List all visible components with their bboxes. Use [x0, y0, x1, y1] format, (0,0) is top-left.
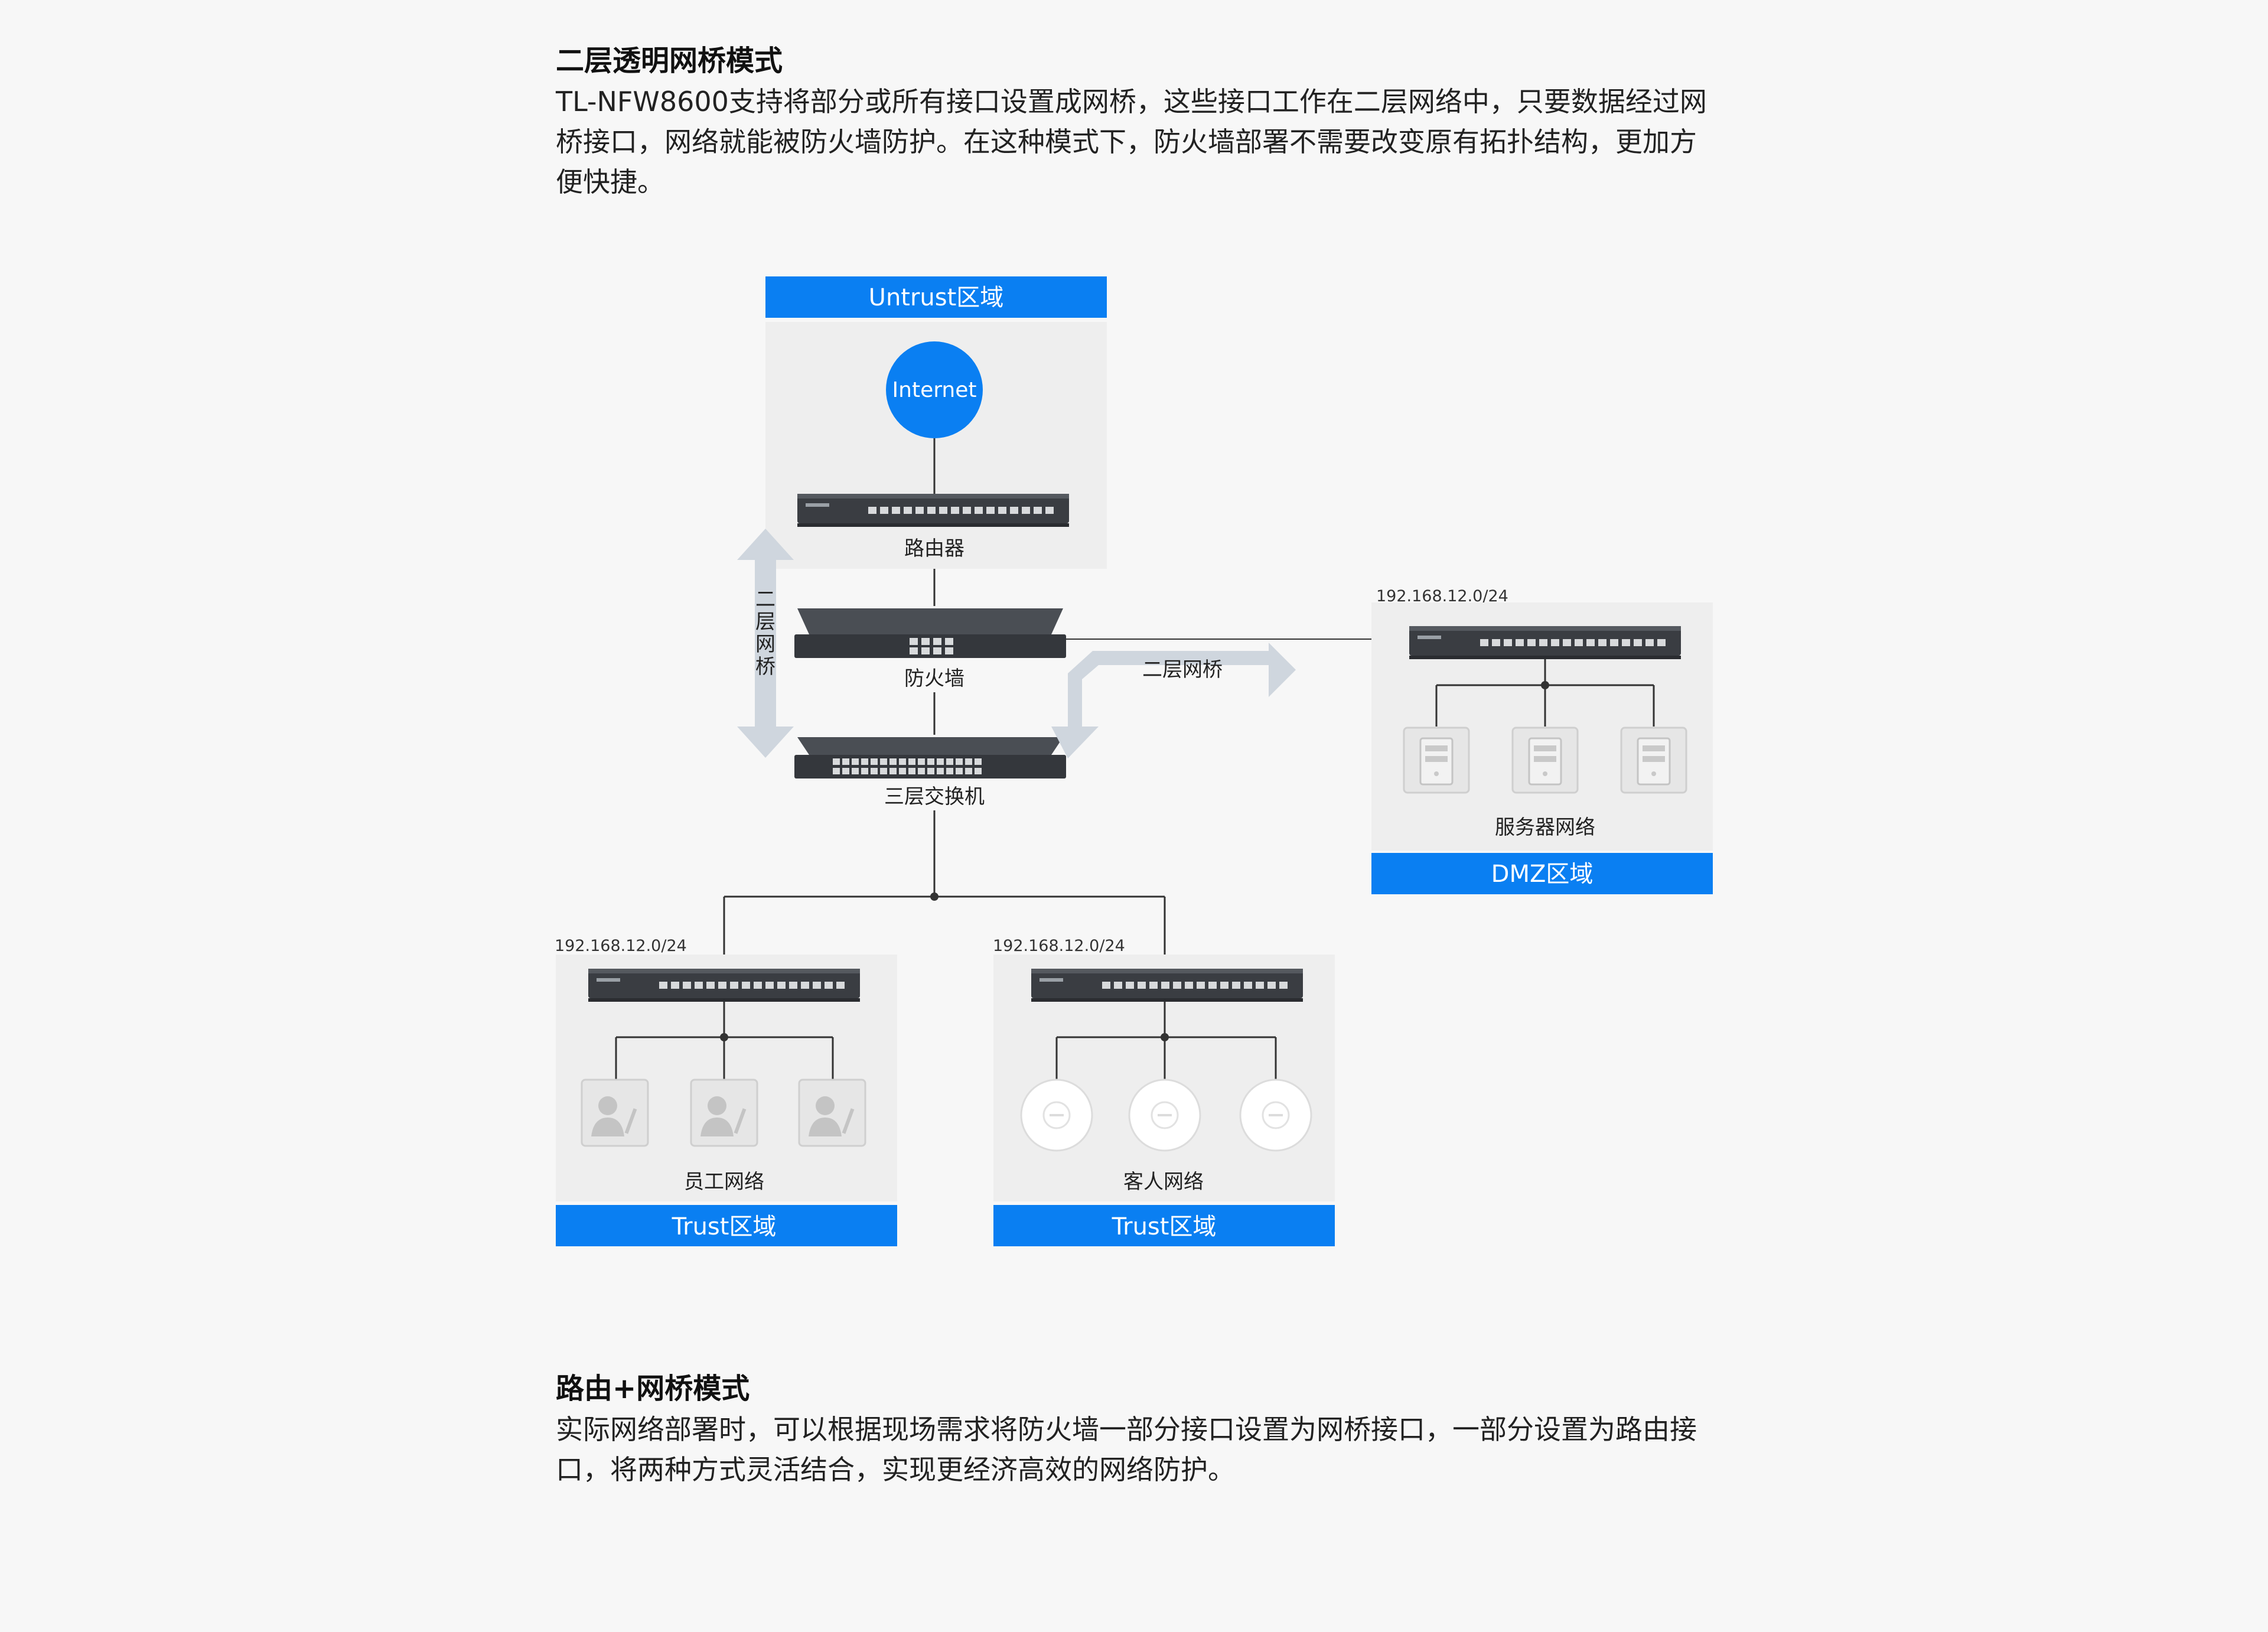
access-point-icon	[1128, 1079, 1201, 1152]
section-body: TL-NFW8600支持将部分或所有接口设置成网桥，这些接口工作在二层网络中，只…	[556, 86, 1707, 198]
untrust-zone-panel	[765, 322, 1107, 569]
svg-text:网: 网	[755, 633, 775, 656]
l3-switch-icon	[794, 737, 1066, 778]
server-icon	[1511, 727, 1579, 794]
svg-text:二: 二	[755, 588, 775, 611]
switch-junction	[930, 892, 939, 901]
bridge-horizontal-arrow	[1051, 643, 1296, 758]
internet-cloud-icon	[886, 341, 983, 438]
staff-zone-panel	[556, 955, 897, 1201]
dmz-junction	[1541, 681, 1549, 689]
router-label: 路由器	[904, 537, 964, 561]
staff-links	[615, 1002, 834, 1080]
svg-text:桥: 桥	[755, 655, 775, 679]
access-point-icon	[1239, 1079, 1312, 1152]
untrust-zone-header	[765, 276, 1107, 318]
guest-links	[1055, 1002, 1277, 1081]
bridge-vertical-arrow	[737, 529, 794, 758]
internet-label: Internet	[892, 378, 977, 402]
staff-zone-label: Trust区域	[672, 1213, 777, 1240]
server-icon	[1403, 727, 1470, 794]
server-icon	[1620, 727, 1687, 794]
access-point-icon	[1020, 1079, 1093, 1152]
dmz-ip-label: 192.168.12.0/24	[1376, 587, 1508, 605]
router-icon	[797, 494, 1069, 527]
guest-junction	[1161, 1033, 1169, 1041]
guest-zone-header	[993, 1205, 1335, 1246]
guest-ip-label: 192.168.12.0/24	[993, 937, 1125, 955]
guest-network-label: 客人网络	[1123, 1170, 1204, 1194]
firewall-label: 防火墙	[904, 667, 964, 690]
bridge-vertical-label: 二 层 网 桥	[755, 588, 775, 679]
section-title: 路由+网桥模式	[556, 1372, 750, 1405]
dmz-zone-panel	[1371, 602, 1713, 851]
dmz-zone-label: DMZ区域	[1491, 861, 1594, 888]
staff-ip-label: 192.168.12.0/24	[555, 937, 687, 955]
guest-zone-label: Trust区域	[1112, 1213, 1217, 1240]
staff-user-icon	[690, 1079, 758, 1147]
staff-network-label: 员工网络	[684, 1170, 764, 1194]
dmz-zone-header	[1371, 853, 1713, 894]
untrust-zone-label: Untrust区域	[869, 284, 1004, 311]
section-route-bridge: 路由+网桥模式 实际网络部署时，可以根据现场需求将防火墙一部分接口设置为网桥接口…	[556, 1370, 1713, 1490]
bridge-horizontal-label: 二层网桥	[1142, 658, 1223, 682]
section-body: 实际网络部署时，可以根据现场需求将防火墙一部分接口设置为网桥接口，一部分设置为路…	[556, 1413, 1697, 1486]
svg-text:层: 层	[755, 610, 775, 634]
section-title: 二层透明网桥模式	[556, 44, 783, 77]
guest-switch-icon	[1031, 969, 1303, 1002]
staff-zone-header	[556, 1205, 897, 1246]
staff-user-icon	[798, 1079, 866, 1147]
staff-user-icon	[581, 1079, 649, 1147]
guest-zone-panel	[993, 955, 1335, 1201]
l3-switch-label: 三层交换机	[884, 785, 985, 809]
dmz-network-label: 服务器网络	[1495, 816, 1595, 839]
switch-trust-links	[723, 810, 1166, 969]
section-transparent-bridge: 二层透明网桥模式 TL-NFW8600支持将部分或所有接口设置成网桥，这些接口工…	[556, 43, 1713, 202]
firewall-icon	[794, 608, 1066, 658]
staff-junction	[720, 1033, 728, 1041]
dmz-switch-icon	[1409, 626, 1681, 659]
dmz-links	[1435, 659, 1655, 727]
staff-switch-icon	[588, 969, 860, 1002]
